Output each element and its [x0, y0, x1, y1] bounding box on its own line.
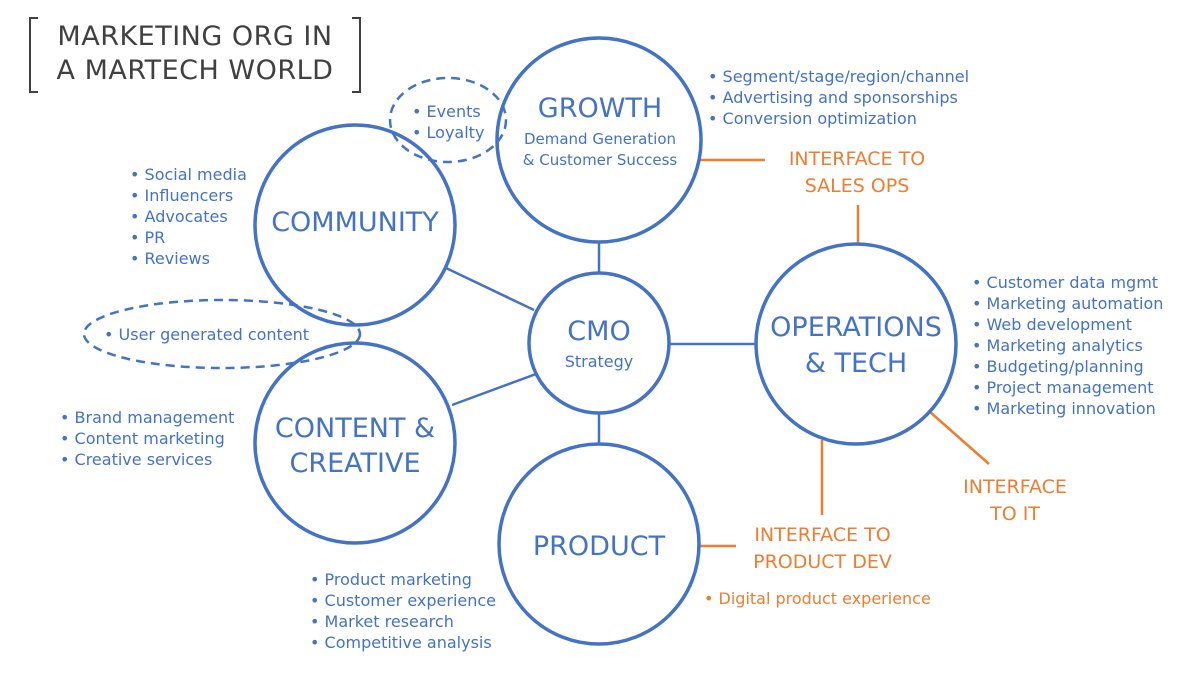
interface-product-dev-line-2: PRODUCT DEV [753, 551, 892, 573]
cmo-sub: Strategy [564, 352, 634, 371]
list-item: Influencers [130, 185, 247, 206]
list-item: User generated content [104, 324, 310, 345]
list-item: Customer data mgmt [972, 272, 1163, 293]
list-item: Web development [972, 314, 1163, 335]
title-line-1: MARKETING ORG IN [57, 21, 333, 52]
ugc-bubble [82, 298, 362, 370]
events-bubble [388, 76, 508, 164]
interface-sales-ops-line-2: SALES OPS [804, 175, 910, 197]
interface-product-dev-line-1: INTERFACE TO [754, 524, 891, 546]
operations-list: Customer data mgmt Marketing automation … [972, 272, 1164, 419]
list-item: Marketing analytics [972, 335, 1163, 356]
list-item: Conversion optimization [708, 108, 969, 129]
it-line [929, 411, 990, 465]
events-list: Events Loyalty [412, 101, 485, 143]
growth-label: GROWTH [537, 93, 663, 124]
list-item: Digital product experience [704, 588, 931, 609]
title-left-bracket [29, 17, 38, 93]
connector-content [451, 372, 537, 407]
community-list: Social media Influencers Advocates PR Re… [130, 164, 247, 269]
list-item: Customer experience [310, 590, 496, 611]
content-label-line-2: CREATIVE [289, 448, 421, 479]
interface-product-dev: INTERFACE TO PRODUCT DEV [730, 522, 915, 576]
product-list: Product marketing Customer experience Ma… [310, 569, 496, 653]
list-item: PR [130, 227, 247, 248]
list-item: Content marketing [60, 428, 234, 449]
interface-sales-ops: INTERFACE TO SALES OPS [762, 146, 952, 200]
content-list: Brand management Content marketing Creat… [60, 407, 235, 470]
community-circle [253, 123, 457, 327]
list-item: Brand management [60, 407, 235, 428]
interface-sales-ops-line-1: INTERFACE TO [788, 148, 926, 170]
list-item: Events [412, 101, 484, 122]
product-label: PRODUCT [532, 531, 666, 562]
list-item: Competitive analysis [310, 632, 496, 653]
list-item: Product marketing [310, 569, 496, 590]
operations-label-line-2: & TECH [804, 348, 908, 379]
list-item: Creative services [60, 449, 234, 470]
list-item: Marketing automation [972, 293, 1164, 314]
list-item: Reviews [130, 248, 247, 269]
operations-label: OPERATIONS & TECH [756, 310, 956, 382]
cmo-label: CMO [567, 316, 631, 347]
list-item: Advocates [130, 206, 247, 227]
interface-it-line-1: INTERFACE [963, 476, 1067, 498]
growth-sub-line-2: & Customer Success [522, 151, 678, 169]
operations-label-line-1: OPERATIONS [770, 312, 942, 343]
growth-sub-line-1: Demand Generation [523, 130, 677, 148]
interface-it-line-2: TO IT [990, 503, 1040, 525]
title-line-2: A MARTECH WORLD [56, 55, 334, 86]
content-label: CONTENT & CREATIVE [255, 411, 455, 481]
operations-circle [754, 242, 958, 446]
list-item: Social media [130, 164, 247, 185]
growth-circle [495, 36, 703, 244]
growth-sub: Demand Generation & Customer Success [500, 129, 700, 171]
content-label-line-1: CONTENT & [274, 413, 436, 444]
list-item: Segment/stage/region/channel [708, 66, 970, 87]
product-circle [497, 442, 701, 646]
cmo-circle [527, 271, 671, 415]
list-item: Advertising and sponsorships [708, 87, 969, 108]
list-item: Market research [310, 611, 496, 632]
list-item: Budgeting/planning [972, 356, 1163, 377]
page-title: MARKETING ORG IN A MARTECH WORLD [30, 20, 360, 88]
list-item: Marketing innovation [972, 398, 1163, 419]
list-item: Project management [972, 377, 1163, 398]
title-right-bracket [352, 17, 361, 93]
connector-community [445, 266, 535, 312]
interface-it: INTERFACE TO IT [940, 474, 1090, 528]
content-circle [253, 341, 457, 545]
list-item: Loyalty [412, 122, 485, 143]
product-dev-list: Digital product experience [704, 588, 931, 609]
growth-list: Segment/stage/region/channel Advertising… [708, 66, 970, 129]
ugc-list: User generated content [104, 324, 310, 345]
community-label: COMMUNITY [271, 207, 439, 238]
